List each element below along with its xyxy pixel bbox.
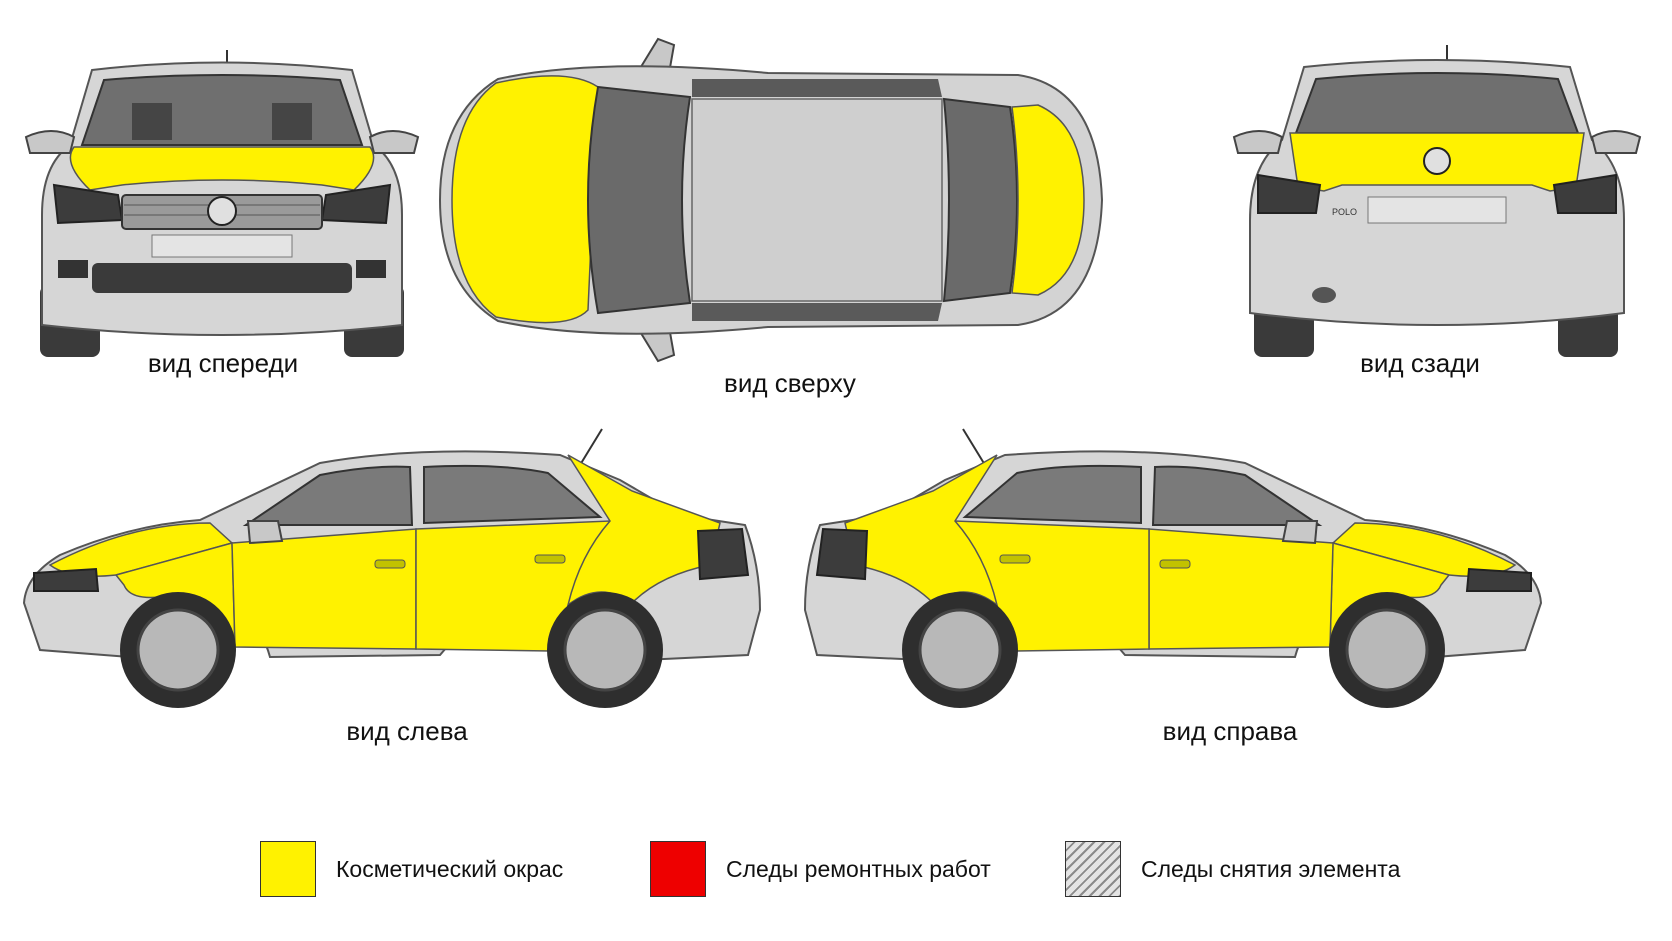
left-view bbox=[20, 425, 765, 715]
rear-license-plate bbox=[1367, 196, 1507, 224]
legend-item-removal: Следы снятия элемента bbox=[1065, 840, 1400, 898]
legend-swatch-hatched bbox=[1065, 841, 1121, 897]
rear-left-taillight bbox=[1257, 173, 1322, 214]
right-mirror bbox=[1281, 520, 1319, 545]
left-headlight bbox=[33, 567, 100, 592]
left-taillight bbox=[696, 527, 750, 581]
front-windshield bbox=[80, 74, 364, 146]
legend-item-cosmetic: Косметический окрас bbox=[260, 840, 563, 898]
right-view bbox=[800, 425, 1545, 715]
top-windshield bbox=[587, 85, 692, 315]
right-front-door-painted bbox=[1148, 528, 1334, 650]
left-rear-window bbox=[423, 464, 603, 525]
front-view bbox=[22, 45, 422, 365]
right-rear-window bbox=[962, 464, 1142, 525]
top-hood-painted bbox=[451, 75, 599, 324]
rear-window bbox=[1294, 72, 1580, 134]
legend-label: Следы ремонтных работ bbox=[726, 855, 991, 882]
top-trunk-painted bbox=[1011, 104, 1085, 296]
top-view-caption: вид сверху bbox=[724, 368, 856, 398]
front-view-caption: вид спереди bbox=[147, 348, 299, 378]
front-hood-painted bbox=[69, 146, 375, 191]
front-right-mirror bbox=[368, 130, 420, 154]
rear-view-caption: вид сзади bbox=[1360, 348, 1480, 378]
top-roof bbox=[691, 98, 943, 302]
right-headlight bbox=[1465, 567, 1532, 592]
right-view-caption: вид справа bbox=[1162, 716, 1298, 746]
front-license-plate bbox=[151, 234, 293, 258]
top-rear-window bbox=[942, 97, 1018, 303]
left-front-window bbox=[242, 465, 414, 526]
rear-left-mirror bbox=[1232, 130, 1284, 154]
vw-logo-icon bbox=[207, 196, 237, 226]
top-view bbox=[438, 35, 1110, 365]
legend-label: Косметический окрас bbox=[336, 855, 564, 882]
left-view-caption: вид слева bbox=[346, 716, 468, 746]
legend-swatch-red bbox=[650, 841, 706, 897]
legend: Косметический окрас Следы ремонтных рабо… bbox=[0, 840, 1672, 900]
front-left-mirror bbox=[24, 130, 76, 154]
legend-item-repair: Следы ремонтных работ bbox=[650, 840, 991, 898]
legend-label: Следы снятия элемента bbox=[1141, 855, 1401, 882]
rear-model-badge: POLO bbox=[1332, 207, 1357, 217]
rear-right-mirror bbox=[1590, 130, 1642, 154]
legend-swatch-yellow bbox=[260, 841, 316, 897]
left-mirror bbox=[246, 520, 284, 545]
right-taillight bbox=[815, 527, 869, 581]
rear-right-taillight bbox=[1552, 173, 1617, 214]
vw-logo-icon bbox=[1423, 147, 1451, 175]
rear-view: POLO bbox=[1232, 45, 1642, 365]
right-front-window bbox=[1151, 465, 1323, 526]
left-front-door-painted bbox=[231, 528, 417, 650]
